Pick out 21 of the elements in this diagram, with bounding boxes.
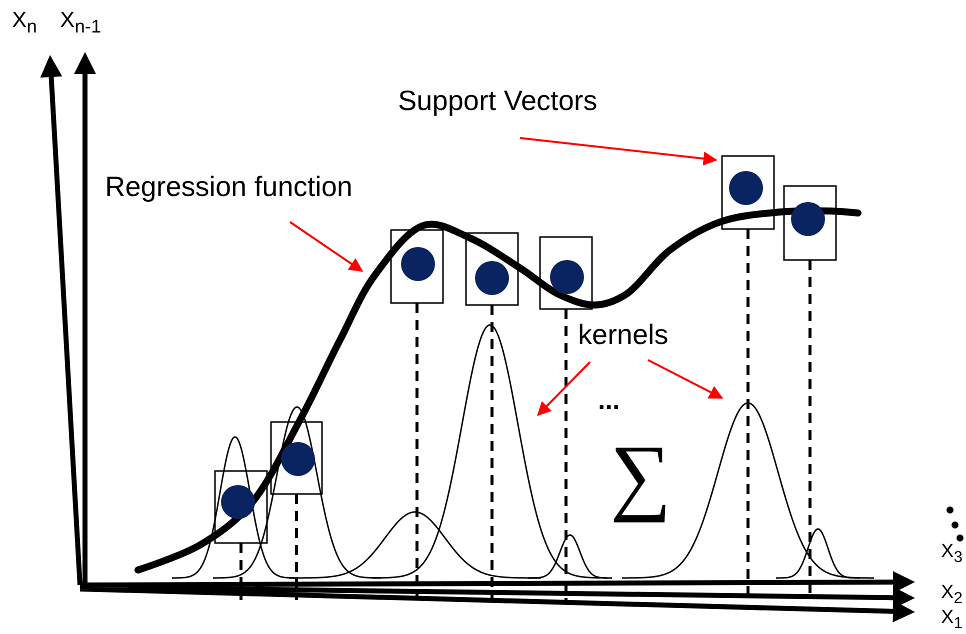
- support-vector-box: [390, 229, 444, 304]
- callout-label: Regression function: [105, 172, 352, 203]
- arrow: [289, 221, 364, 272]
- arrow: [537, 361, 591, 416]
- support-vector-box: [539, 236, 593, 310]
- callout-label: kernels: [578, 320, 668, 351]
- support-vector-box: [214, 470, 268, 544]
- sum-symbol: ∑: [610, 428, 672, 523]
- support-vector-box: [721, 155, 775, 230]
- axis-label: X$_{2}$: [941, 583, 962, 608]
- support-vector-box: [783, 185, 837, 261]
- axis-label: X$_{1}$: [941, 608, 962, 632]
- arrow: [648, 359, 724, 399]
- axis-label: X$_{n}$: [12, 8, 37, 37]
- ellipsis-label: ...: [598, 386, 620, 415]
- support-vector-box: [465, 232, 519, 306]
- arrow: [520, 137, 718, 166]
- axis-label: X$_{n-1}$: [60, 8, 102, 37]
- axis-label: X$_{3}$: [941, 542, 962, 566]
- kernel-curve: [289, 511, 541, 579]
- callout-label: Support Vectors: [398, 86, 598, 117]
